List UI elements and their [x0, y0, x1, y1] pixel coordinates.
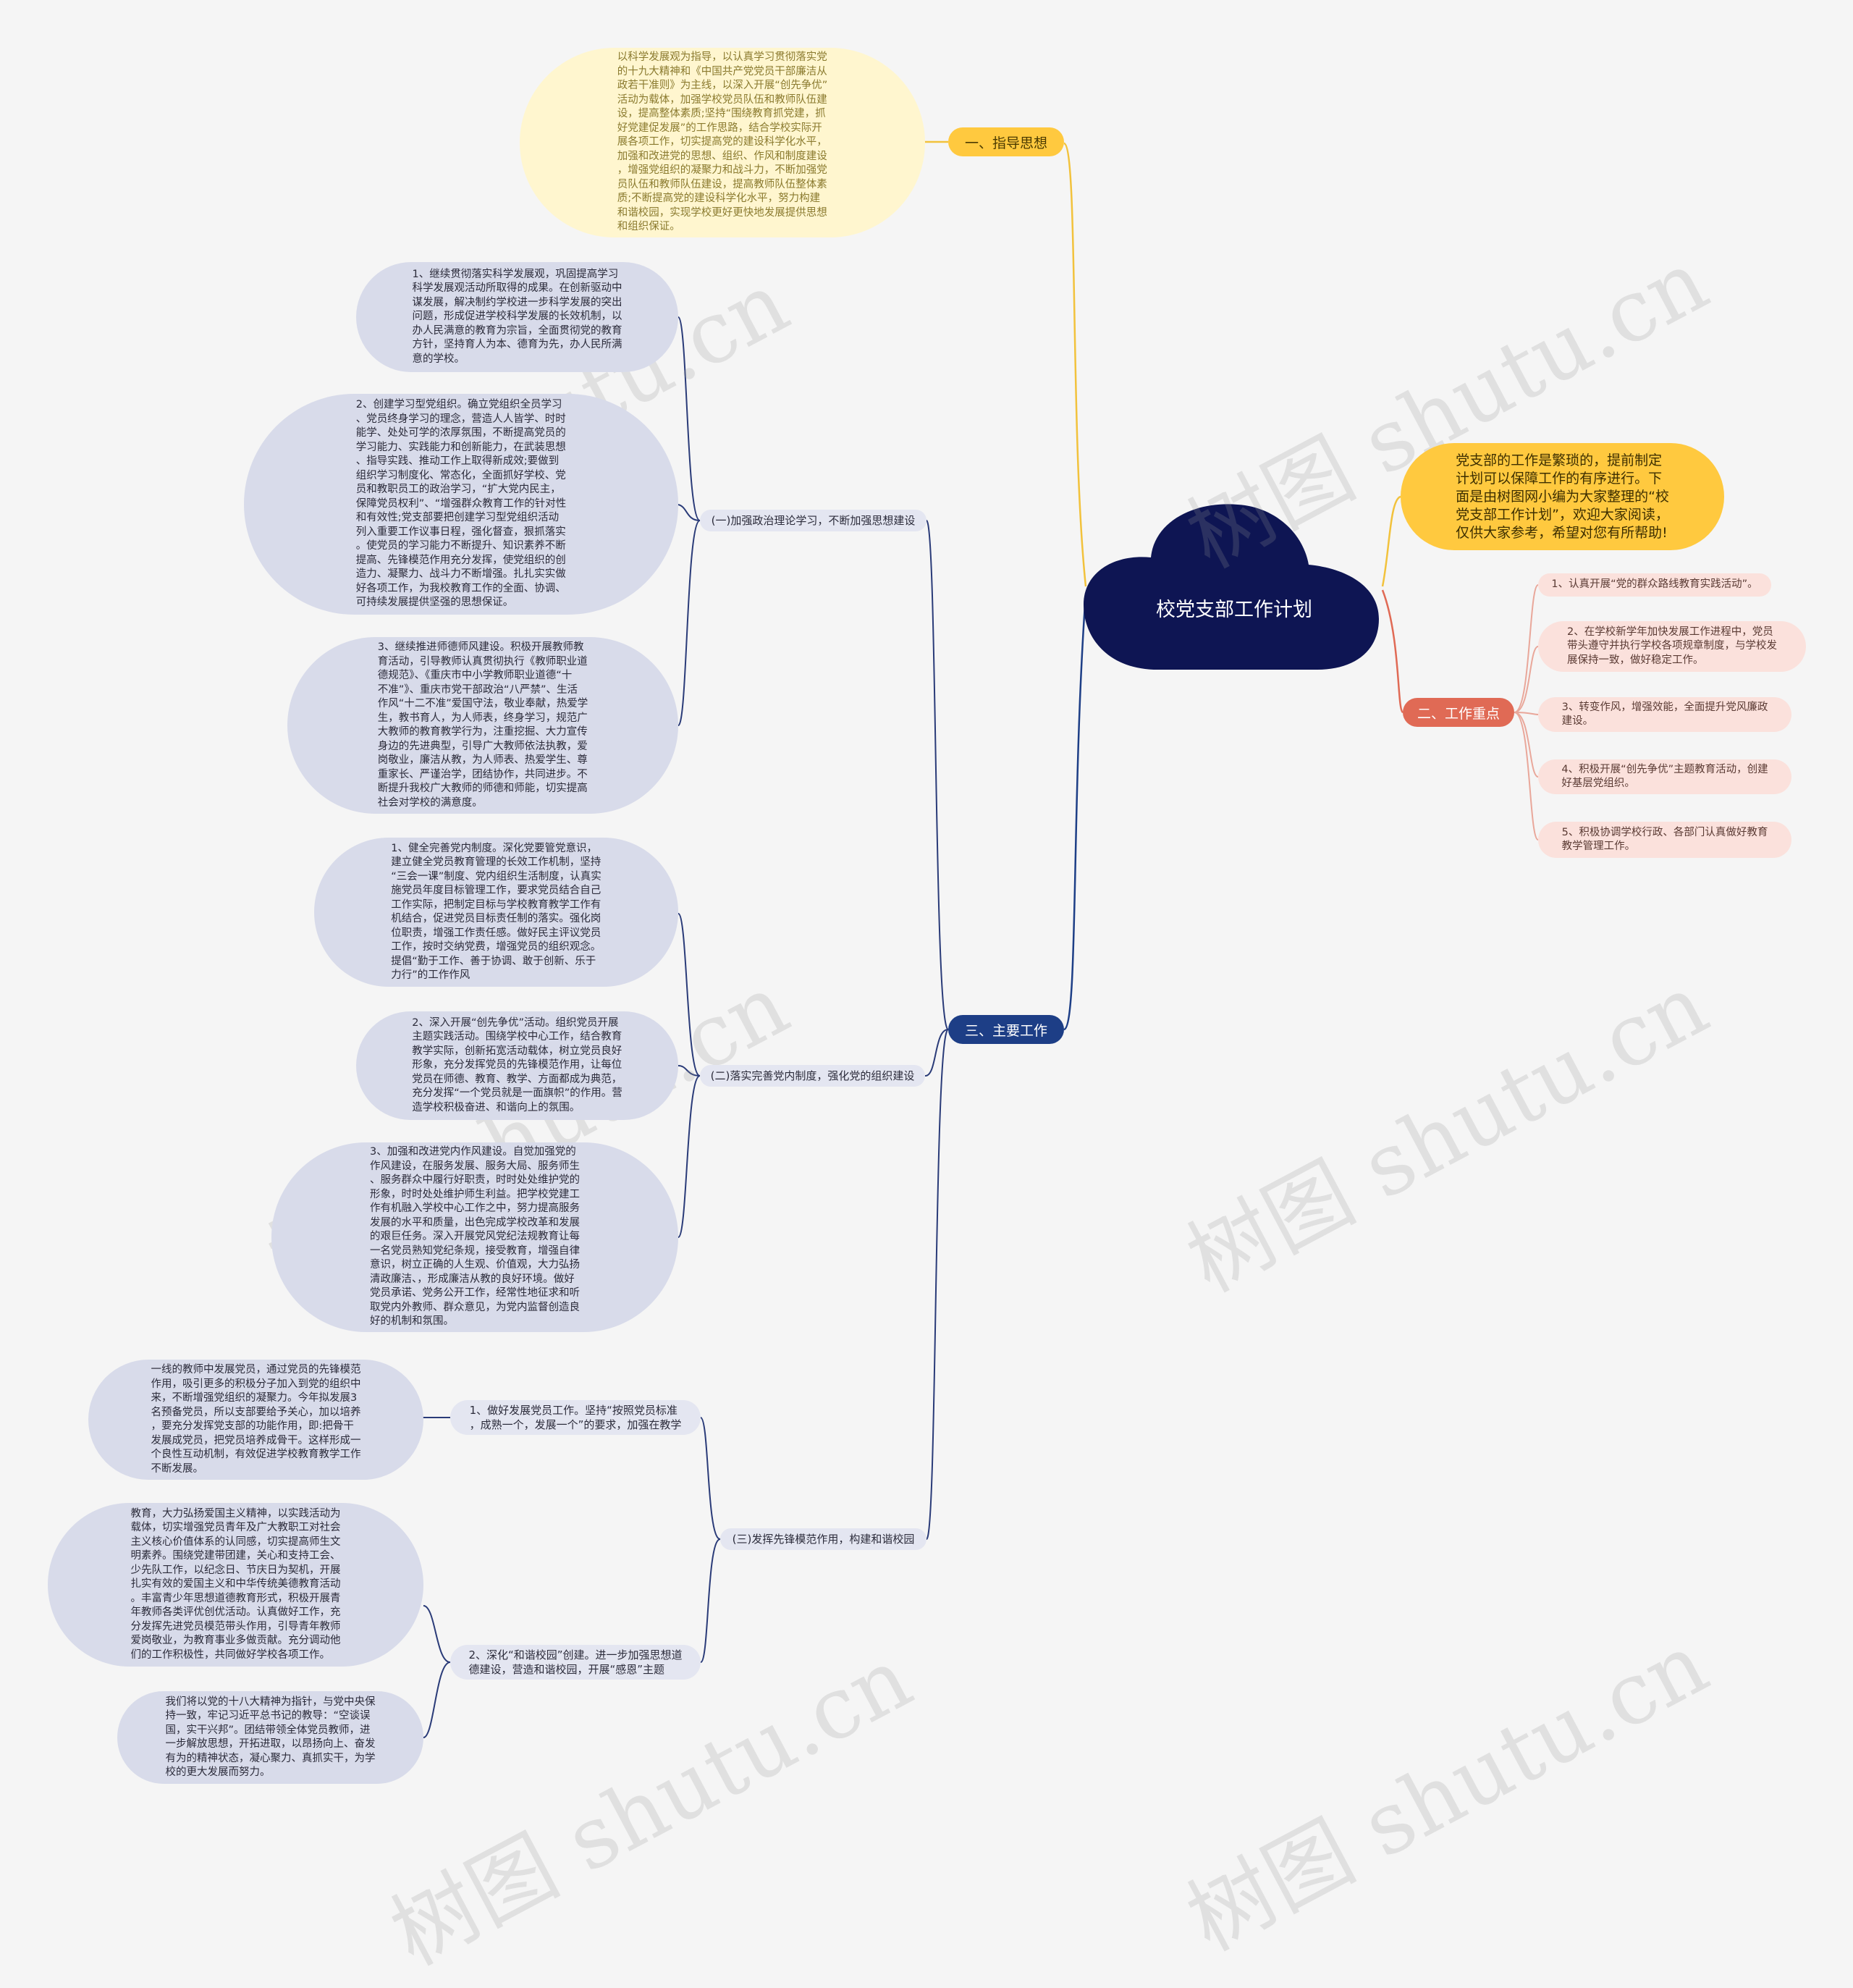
section-item[interactable]: 1、继续贯彻落实科学发展观，巩固提高学习 科学发展观活动所取得的成果。在创新驱动… [356, 262, 678, 372]
section-item[interactable]: 2、深入开展“创先争优”活动。组织党员开展 主题实践活动。围绕学校中心工作，结合… [356, 1011, 678, 1120]
intro-note[interactable]: 党支部的工作是繁琐的，提前制定 计划可以保障工作的有序进行。下 面是由树图网小编… [1401, 443, 1724, 550]
section-item[interactable]: 我们将以党的十八大精神为指针，与党中央保 持一致，牢记习近平总书记的教导：“空谈… [117, 1691, 423, 1784]
section-item[interactable]: 2、创建学习型党组织。确立党组织全员学习 、党员终身学习的理念，营造人人皆学、时… [244, 394, 678, 615]
subsection-title[interactable]: 2、深化“和谐校园”创建。进一步加强思想道 德建设，营造和谐校园，开展“感恩”主… [450, 1645, 701, 1680]
connector-keypoints [1381, 589, 1404, 714]
section-title[interactable]: (三)发挥先锋模范作用，构建和谐校园 [720, 1528, 926, 1550]
guiding-text[interactable]: 以科学发展观为指导，以认真学习贯彻落实党 的十九大精神和《中国共产党党员干部廉洁… [520, 48, 925, 237]
central-topic[interactable]: 校党支部工作计划 [1156, 599, 1312, 621]
mindmap-canvas [422, 140, 1539, 1738]
branch-key-points[interactable]: 二、工作重点 [1403, 698, 1514, 727]
connector-mainwork [1063, 593, 1087, 1031]
key-point-item[interactable]: 4、积极开展“创先争优”主题教育活动，创建 好基层党组织。 [1538, 759, 1791, 794]
section-item[interactable]: 3、加强和改进党内作风建设。自觉加强党的 作风建设，在服务发展、服务大局、服务师… [271, 1142, 678, 1332]
connector-intro [1381, 495, 1401, 587]
section-title[interactable]: (一)加强政治理论学习，不断加强思想建设 [700, 510, 926, 531]
key-point-item[interactable]: 2、在学校新学年加快发展工作进程中，党员 带头遵守并执行学校各项规章制度，与学校… [1538, 621, 1806, 672]
guiding-text-content: 以科学发展观为指导，以认真学习贯彻落实党 的十九大精神和《中国共产党党员干部廉洁… [617, 51, 828, 233]
key-point-item[interactable]: 1、认真开展“党的群众路线教育实践活动”。 [1538, 573, 1771, 597]
subsection-title[interactable]: 1、做好发展党员工作。坚持“按照党员标准 ，成熟一个，发展一个”的要求，加强在教… [450, 1400, 701, 1435]
key-point-item[interactable]: 5、积极协调学校行政、各部门认真做好教育 教学管理工作。 [1538, 822, 1791, 858]
intro-note-text: 党支部的工作是繁琐的，提前制定 计划可以保障工作的有序进行。下 面是由树图网小编… [1456, 452, 1669, 541]
branch-guiding[interactable]: 一、指导思想 [948, 127, 1064, 156]
key-point-item[interactable]: 3、转变作风，增强效能，全面提升党风廉政 建设。 [1538, 697, 1791, 732]
section-item[interactable]: 教育，大力弘扬爱国主义精神，以实践活动为 载体，切实增强党员青年及广大教职工对社… [48, 1503, 423, 1667]
branch-main-work[interactable]: 三、主要工作 [948, 1015, 1064, 1044]
section-item[interactable]: 一线的教师中发展党员，通过党员的先锋模范 作用，吸引更多的积极分子加入到党的组织… [88, 1360, 423, 1480]
central-cloud-shape [1084, 504, 1379, 670]
connector-guiding [1063, 142, 1087, 587]
section-title[interactable]: (二)落实完善党内制度，强化党的组织建设 [700, 1065, 925, 1087]
section-item[interactable]: 1、健全完善党内制度。深化党要管党意识， 建立健全党员教育管理的长效工作机制，坚… [314, 838, 678, 987]
section-item[interactable]: 3、继续推进师德师风建设。积极开展教师教 育活动，引导教师认真贯彻执行《教师职业… [287, 637, 678, 814]
